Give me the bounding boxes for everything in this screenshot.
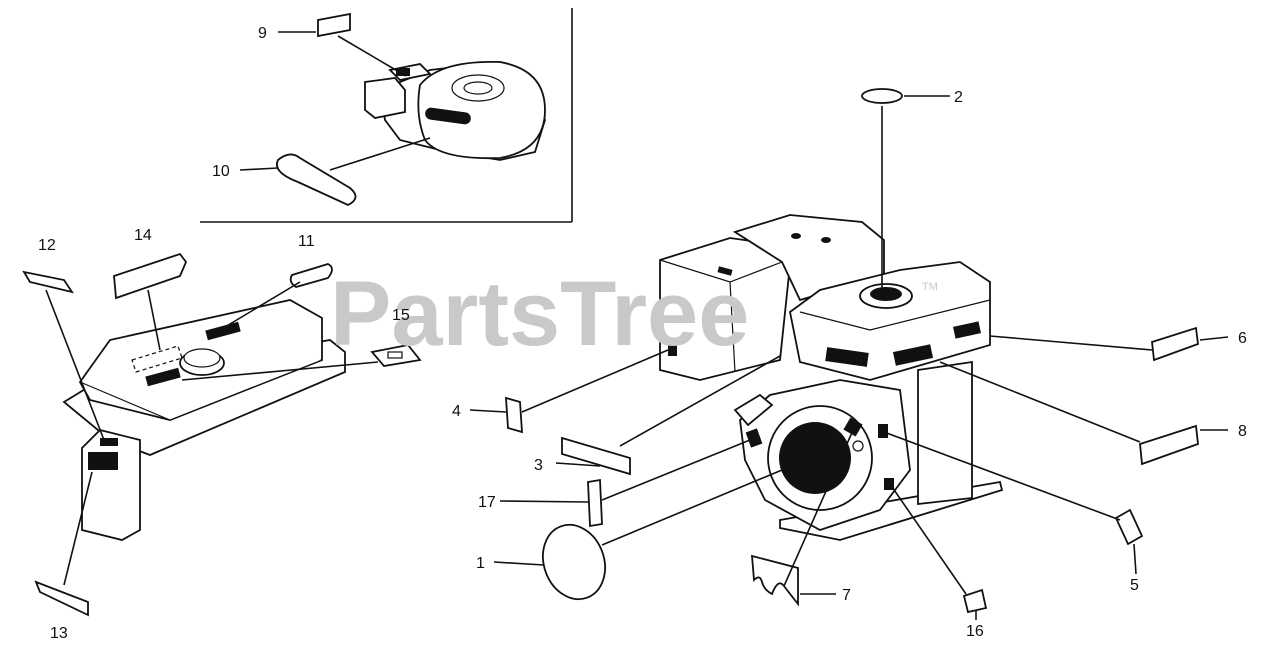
callout-11[interactable]: 11 [298, 233, 315, 250]
engine-assembly [659, 214, 1004, 541]
callout-labels: 1 2 3 4 5 6 7 8 9 10 11 12 13 14 15 16 1… [38, 25, 1247, 642]
callout-10[interactable]: 10 [212, 163, 230, 180]
decal-14 [113, 252, 188, 300]
decal-1 [542, 523, 606, 601]
watermark-trademark: TM [922, 281, 938, 293]
callout-2[interactable]: 2 [954, 89, 963, 106]
decal-5 [1114, 508, 1144, 546]
decal-11 [289, 263, 333, 288]
decal-9 [317, 12, 351, 38]
callout-9[interactable]: 9 [258, 25, 267, 42]
callout-17[interactable]: 17 [478, 494, 496, 511]
callout-14[interactable]: 14 [134, 227, 152, 244]
air-cleaner-assembly [364, 60, 546, 161]
callout-4[interactable]: 4 [452, 403, 461, 420]
leader-lines [45, 31, 1229, 620]
callout-6[interactable]: 6 [1238, 330, 1247, 347]
callout-12[interactable]: 12 [38, 237, 56, 254]
callout-13[interactable]: 13 [50, 625, 68, 642]
callout-5[interactable]: 5 [1130, 577, 1139, 594]
decal-7 [750, 554, 799, 607]
decal-8 [1139, 424, 1199, 466]
decal-16 [962, 588, 988, 614]
fuel-tank-assembly [62, 299, 346, 541]
callout-15[interactable]: 15 [392, 307, 410, 324]
inset-frame [200, 8, 573, 223]
callout-7[interactable]: 7 [842, 587, 851, 604]
decal-3 [561, 436, 631, 476]
decal-15 [370, 344, 422, 367]
decal-17 [587, 478, 603, 528]
callout-1[interactable]: 1 [476, 555, 485, 572]
decal-6 [1151, 326, 1199, 362]
decal-4 [505, 396, 523, 434]
callout-3[interactable]: 3 [534, 457, 543, 474]
decal-10 [276, 153, 357, 206]
decal-12 [22, 270, 75, 294]
callout-8[interactable]: 8 [1238, 423, 1247, 440]
watermark-text: PartsTree [330, 263, 749, 365]
callout-16[interactable]: 16 [966, 623, 984, 640]
decal-13 [34, 580, 89, 617]
decal-2 [861, 88, 903, 104]
